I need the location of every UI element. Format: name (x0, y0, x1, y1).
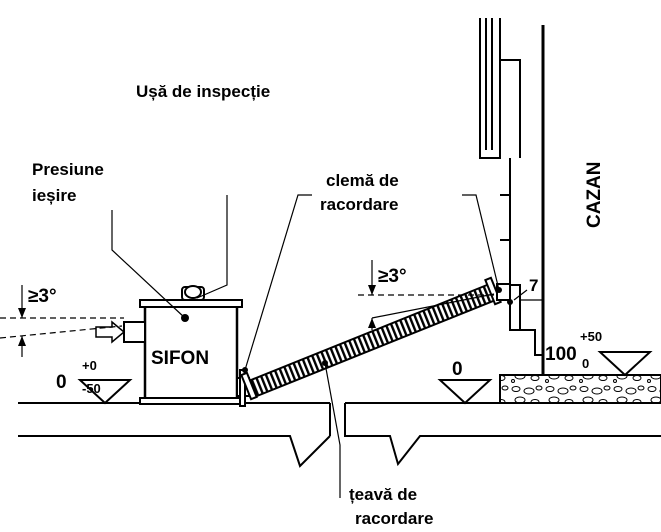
level-base-tol-lower: 0 (582, 356, 589, 371)
level-siphon-tol-upper: +0 (82, 358, 97, 373)
level-base-value: 100 (545, 344, 577, 365)
floor-right (344, 402, 661, 467)
boiler-label: CAZAN (584, 162, 605, 229)
angle-dimension-left (0, 285, 124, 357)
level-base-tol-upper: +50 (580, 329, 602, 344)
connecting-pipe (240, 276, 513, 401)
level-marker-floor (437, 379, 493, 405)
level-siphon-tol-lower: -50 (82, 381, 101, 396)
item-number-label: 7 (529, 276, 538, 295)
angle-right-label: ≥3° (378, 266, 407, 287)
leader-lines (111, 194, 528, 498)
siphon-label: SIFON (151, 348, 209, 369)
boiler (479, 18, 545, 375)
level-floor-value: 0 (452, 359, 463, 380)
floor-left (18, 402, 331, 468)
gravel-base (499, 374, 661, 404)
pipe-label-2: racordare (355, 509, 433, 528)
outlet-pressure-label-2: ieșire (32, 186, 76, 205)
outlet-pressure-label-1: Presiune (32, 160, 104, 179)
pipe-label-1: țeavă de (349, 485, 417, 504)
angle-left-label: ≥3° (28, 286, 57, 307)
clamp-label-1: clemă de (326, 171, 399, 190)
angle-dimension-right (358, 260, 495, 330)
siphon (95, 285, 250, 407)
outlet-arrow-icon (95, 320, 126, 344)
inspection-door-label: Ușă de inspecție (136, 82, 270, 101)
level-marker-siphon (77, 379, 133, 405)
level-siphon-value: 0 (56, 372, 67, 393)
level-marker-base (597, 351, 653, 377)
clamp-label-2: racordare (320, 195, 398, 214)
